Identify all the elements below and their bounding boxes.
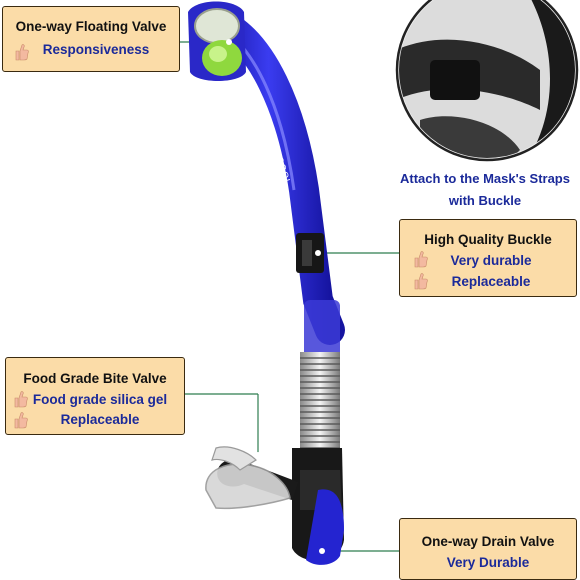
callout-drain-valve: One-way Drain Valve Very Durable — [399, 518, 577, 580]
drain-housing — [292, 448, 344, 565]
thumbs-up-icon — [15, 44, 29, 61]
inset-caption-line-1: Attach to the Mask's Straps — [400, 171, 570, 186]
thumbs-up-icon — [14, 412, 28, 429]
strap-buckle — [296, 233, 324, 273]
callout-title: Food Grade Bite Valve — [23, 371, 167, 386]
callout-line: Responsiveness — [42, 42, 150, 57]
inset-caption: Attach to the Mask's Straps with Buckle — [392, 168, 578, 212]
callout-title: One-way Drain Valve — [421, 534, 555, 549]
callout-line: Replaceable — [60, 412, 140, 427]
flex-hose — [300, 352, 340, 452]
callout-buckle: High Quality Buckle Very durable Replace… — [399, 219, 577, 297]
inset-caption-line-2: with Buckle — [448, 193, 522, 208]
callout-line: Replaceable — [451, 274, 531, 289]
callout-title: High Quality Buckle — [424, 232, 552, 247]
thumbs-up-icon — [414, 251, 428, 268]
bite-valve — [205, 446, 298, 510]
floating-valve — [188, 1, 246, 81]
thumbs-up-icon — [14, 391, 28, 408]
callout-bite-valve: Food Grade Bite Valve Food grade silica … — [5, 357, 185, 435]
callout-floating-valve: One-way Floating Valve Responsiveness — [2, 6, 180, 72]
callout-line: Very durable — [450, 253, 532, 268]
buckle-inset — [395, 0, 579, 162]
callout-line: Food grade silica gel — [32, 392, 168, 407]
callout-line: Very Durable — [446, 555, 530, 570]
thumbs-up-icon — [414, 273, 428, 290]
callout-title: One-way Floating Valve — [15, 19, 167, 34]
